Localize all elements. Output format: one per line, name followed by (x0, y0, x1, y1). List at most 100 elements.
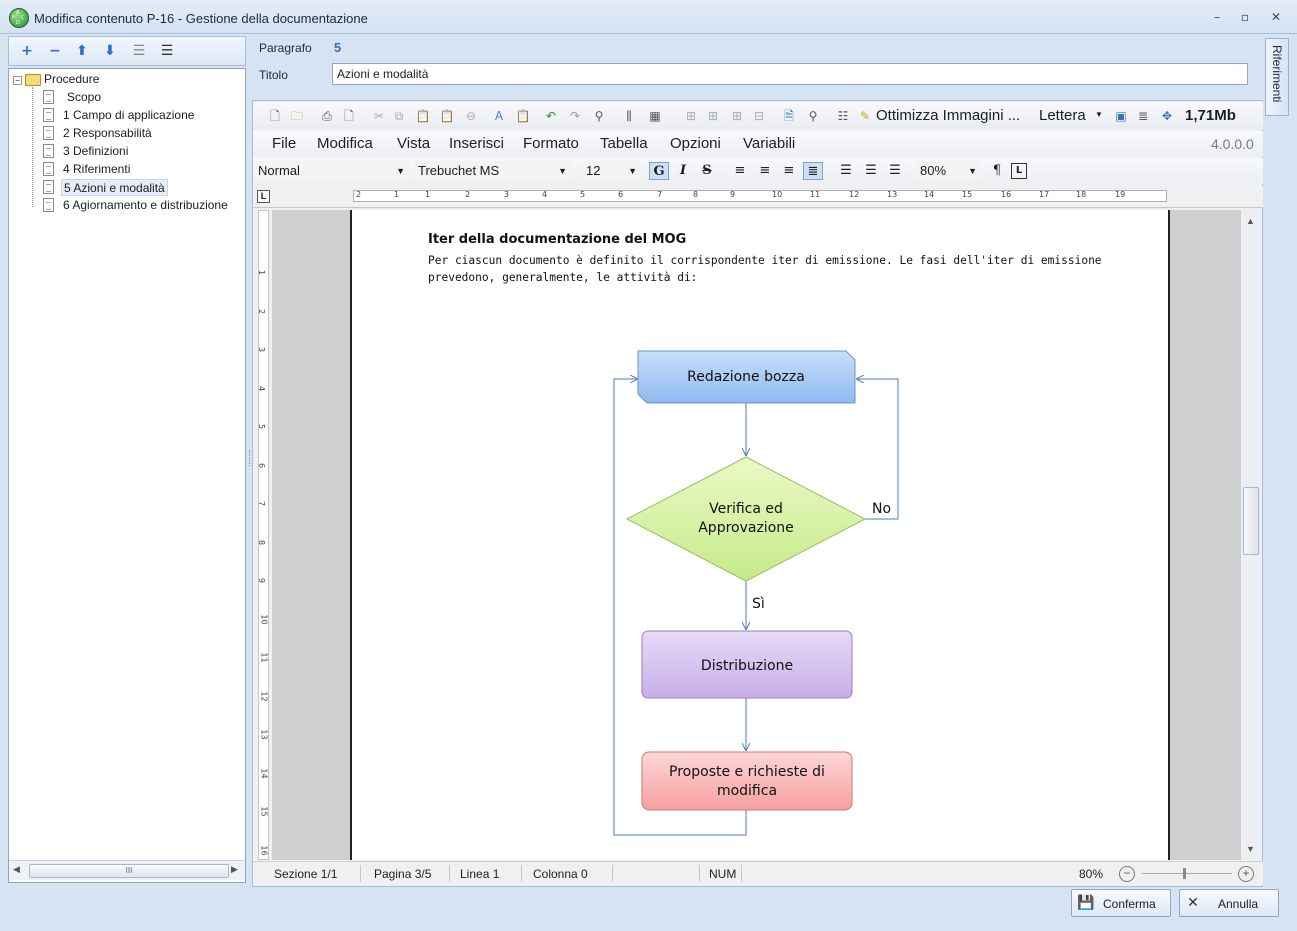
menu-file[interactable]: File (272, 135, 297, 152)
table-insert-icon[interactable]: ▦ (649, 109, 661, 123)
move-down-icon[interactable]: ⬇ (104, 43, 116, 59)
cut-icon[interactable]: ✂ (373, 109, 385, 123)
table-delete-icon[interactable]: ⊟ (753, 109, 765, 123)
tree-item-responsabilita[interactable]: 2 Responsabilità (63, 126, 152, 140)
menu-modifica[interactable]: Modifica (317, 135, 373, 152)
optimize-wand-icon[interactable]: ✎ (859, 109, 871, 123)
zoom-slider[interactable] (1142, 873, 1232, 874)
columns-icon[interactable]: ⫼ (626, 109, 632, 123)
document-vertical-scrollbar[interactable]: ▲ ▼ (1241, 210, 1261, 860)
remove-icon[interactable]: − (49, 43, 61, 59)
find-icon[interactable]: ⚲ (594, 109, 604, 123)
optimize-images-button[interactable]: Ottimizza Immagini ... (876, 107, 1021, 124)
scrollbar-thumb[interactable] (1243, 487, 1259, 555)
copy-icon[interactable]: ⧉ (394, 109, 404, 123)
tree-item-scopo[interactable]: Scopo (67, 90, 102, 104)
multilevel-list-icon[interactable]: ☰ (889, 163, 901, 178)
page-view-icon[interactable]: ▣ (1115, 109, 1127, 123)
new-document-icon[interactable]: 🗋 (270, 109, 280, 123)
style-select[interactable]: Normal▼ (255, 161, 409, 181)
tree-horizontal-scrollbar[interactable]: ◀ III ▶ (9, 860, 245, 880)
move-up-icon[interactable]: ⬆ (76, 43, 88, 59)
menu-vista[interactable]: Vista (397, 135, 431, 152)
add-icon[interactable]: + (21, 43, 33, 59)
close-button[interactable]: ✕ (1270, 10, 1282, 24)
menu-inserisci[interactable]: Inserisci (449, 135, 505, 152)
menu-formato[interactable]: Formato (523, 135, 579, 152)
page-size-select[interactable]: Lettera (1039, 107, 1086, 124)
table-row-above-icon[interactable]: ⊞ (685, 109, 697, 123)
align-text-icon[interactable]: ≣ (1137, 109, 1149, 123)
align-left-icon[interactable]: ≡ (734, 163, 746, 178)
tree-item-definizioni[interactable]: 3 Definizioni (63, 144, 129, 158)
zoom-out-icon[interactable]: − (1119, 866, 1135, 882)
paste-icon[interactable]: 📋 (415, 109, 431, 123)
strikethrough-button[interactable]: S (702, 163, 712, 178)
menu-variabili[interactable]: Variabili (743, 135, 796, 152)
title-input[interactable]: Azioni e modalità (332, 63, 1248, 85)
tab-stop-button[interactable]: L (1011, 163, 1027, 179)
ruler-tick-label: 5 (580, 190, 586, 199)
paste-format-icon[interactable]: 📋 (515, 109, 531, 123)
tree-item-riferimenti[interactable]: 4 Riferimenti (63, 162, 131, 176)
properties-icon[interactable]: ☷ (837, 109, 849, 123)
cancel-button[interactable]: ✕ Annulla (1179, 889, 1279, 917)
zoom-slider-thumb[interactable] (1183, 868, 1186, 879)
scroll-left-icon[interactable]: ◀ (13, 864, 20, 874)
zoom-in-icon[interactable]: + (1238, 866, 1254, 882)
font-select[interactable]: Trebuchet MS▼ (415, 161, 571, 181)
italic-button[interactable]: I (679, 163, 687, 178)
zoom-select[interactable]: 80%▼ (917, 161, 981, 181)
proposals-label-line1: Proposte e richieste di (669, 764, 825, 780)
delete-icon[interactable]: ⊖ (465, 109, 477, 123)
print-preview-icon[interactable]: 🗋 (344, 109, 354, 123)
riferimenti-side-tab[interactable]: Riferimenti (1265, 38, 1289, 116)
redo-icon[interactable]: ↷ (569, 109, 581, 123)
zoom-page-icon[interactable]: ⚲ (808, 109, 818, 123)
tab-type-icon[interactable]: L (257, 190, 270, 203)
menu-opzioni[interactable]: Opzioni (670, 135, 721, 152)
tree-item-aggiornamento[interactable]: 6 Agiornamento e distribuzione (63, 198, 228, 212)
numbered-list-icon[interactable]: ☰ (865, 163, 877, 178)
justify-icon[interactable]: ≣ (803, 162, 823, 180)
maximize-button[interactable]: ▫ (1240, 10, 1250, 24)
menu-tabella[interactable]: Tabella (600, 135, 648, 152)
format-painter-icon[interactable]: A (494, 109, 504, 123)
page-size-dropdown-icon[interactable]: ▼ (1095, 110, 1103, 119)
move-icon[interactable]: ✥ (1161, 109, 1173, 123)
bold-button[interactable]: G (649, 162, 669, 180)
table-row-below-icon[interactable]: ⊞ (707, 109, 719, 123)
show-marks-button[interactable]: ¶ (992, 163, 1002, 178)
scroll-up-icon[interactable]: ▲ (1246, 216, 1255, 226)
minimize-button[interactable]: – (1214, 10, 1220, 24)
open-folder-icon[interactable]: 🗀 (290, 109, 303, 123)
tree-item-campo[interactable]: 1 Campo di applicazione (63, 108, 195, 122)
indent-icon[interactable]: ☰ (160, 43, 174, 59)
scroll-down-icon[interactable]: ▼ (1246, 844, 1255, 854)
distribution-shape[interactable] (641, 630, 853, 699)
collapse-toggle-icon[interactable]: − (13, 76, 22, 85)
align-right-icon[interactable]: ≡ (783, 163, 795, 178)
proposals-shape[interactable] (641, 751, 853, 811)
ruler-tick-label: 9 (730, 190, 736, 199)
verify-decision-shape[interactable] (625, 456, 867, 582)
paste-special-icon[interactable]: 📋 (439, 109, 455, 123)
splitter-handle[interactable] (249, 450, 252, 466)
scrollbar-thumb[interactable]: III (29, 864, 229, 878)
tree-root-procedure[interactable]: Procedure (44, 72, 100, 86)
undo-icon[interactable]: ↶ (545, 109, 557, 123)
font-size-select[interactable]: 12▼ (583, 161, 641, 181)
draft-shape[interactable] (637, 350, 856, 404)
tree-item-azioni-selected[interactable]: 5 Azioni e modalità (61, 179, 168, 196)
align-center-icon[interactable]: ≡ (759, 163, 771, 178)
no-label: No (872, 501, 892, 517)
print-icon[interactable]: ⎙ (322, 109, 332, 123)
page-setup-icon[interactable]: 🗎 (784, 109, 794, 123)
outdent-icon[interactable]: ☰ (132, 43, 146, 59)
confirm-button[interactable]: 💾 Conferma (1071, 889, 1171, 917)
table-col-icon[interactable]: ⊞ (731, 109, 743, 123)
scroll-right-icon[interactable]: ▶ (231, 864, 238, 874)
bullet-list-icon[interactable]: ☰ (840, 163, 852, 178)
